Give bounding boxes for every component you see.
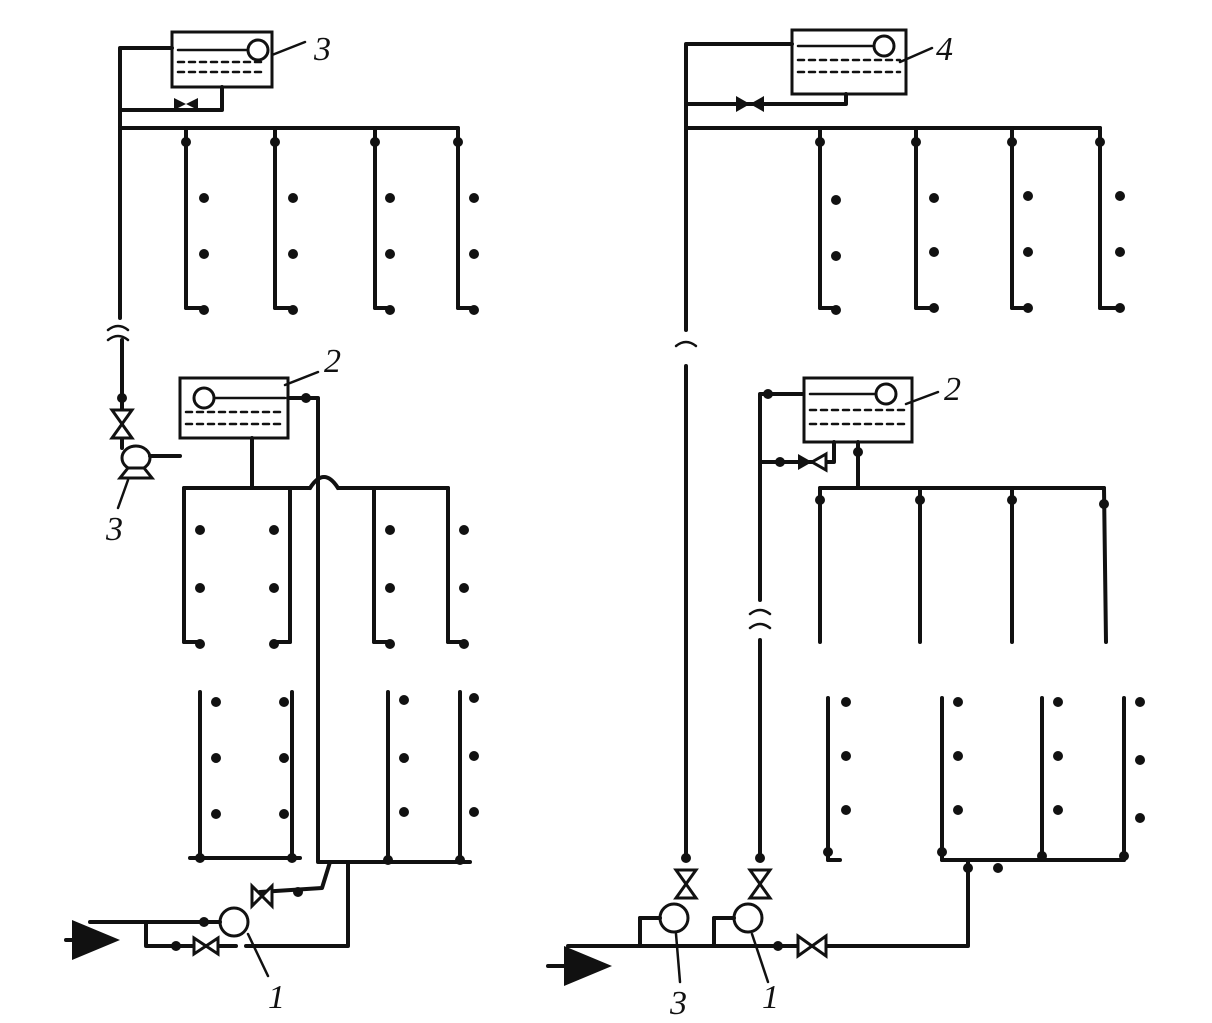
right-taps [681, 137, 1145, 951]
left-booster-pump [109, 338, 182, 510]
right-pumps [638, 868, 773, 984]
right-upper-tank [790, 28, 934, 96]
right-upper-piping [684, 42, 1122, 332]
left-upper-piping [118, 46, 476, 320]
left-taps [117, 137, 479, 951]
label-left-upper-tank: 3 [313, 31, 331, 68]
left-main-pump [64, 882, 274, 978]
left-upper-tank [170, 30, 307, 89]
right-scheme: 4 [546, 28, 1145, 1022]
label-right-pump-b: 1 [762, 979, 779, 1016]
left-break-mark [106, 324, 130, 332]
right-lower-piping [546, 696, 1126, 986]
right-middle-tank [802, 376, 940, 444]
right-risers [674, 340, 808, 862]
left-lower-piping [188, 690, 472, 948]
label-right-middle-tank: 2 [944, 371, 961, 408]
left-scheme: 3 2 [64, 30, 479, 1016]
label-left-middle-tank: 2 [324, 343, 341, 380]
label-right-pump-a: 3 [669, 985, 687, 1022]
label-left-main-pump: 1 [268, 979, 285, 1016]
right-middle-piping [758, 440, 1108, 644]
label-left-booster-pump: 3 [105, 511, 123, 548]
left-middle-tank [178, 370, 320, 440]
label-right-upper-tank: 4 [936, 31, 953, 68]
left-middle-piping [182, 396, 466, 864]
